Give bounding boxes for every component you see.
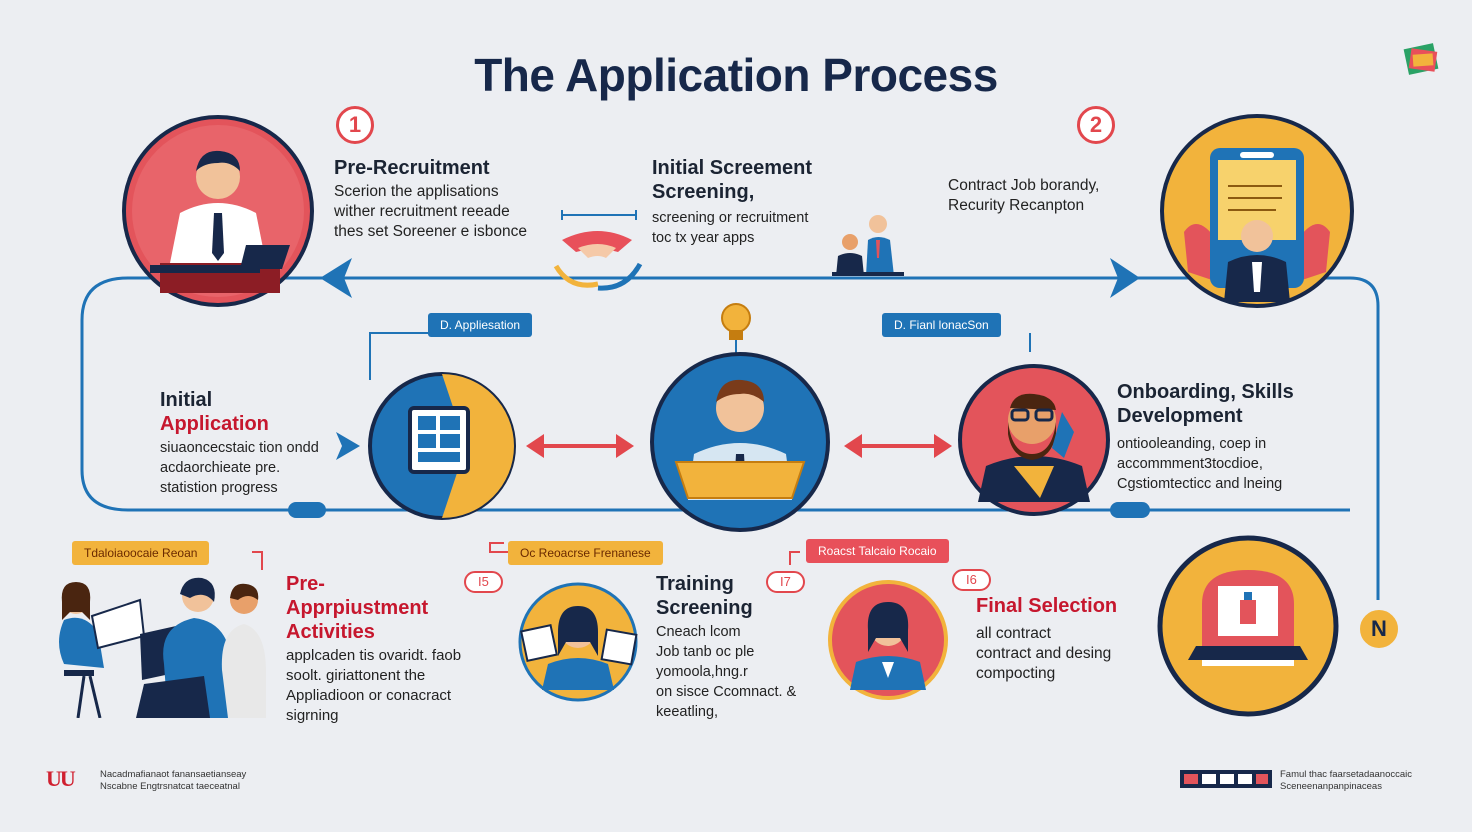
stage-desc-line: Appliadioon or conacract [286, 687, 452, 704]
tag-rocast-process: Roacst Talcaio Rocaio [806, 539, 949, 563]
stage-title: Onboarding, Skills [1117, 381, 1294, 403]
stage-desc-line: Recurity Recanpton [948, 197, 1085, 214]
stage-desc-line: soolt. giriattonent the [286, 667, 426, 684]
step-code-badge: I5 [464, 571, 503, 593]
stage-onboarding: Onboarding, Skills Development ontioolea… [1117, 380, 1347, 494]
team-meeting-illustration [59, 577, 266, 718]
stage-title: Screening, [652, 181, 755, 203]
step-number-badge: 2 [1077, 106, 1115, 144]
stage-desc-line: all contract [976, 625, 1051, 642]
footer-line: Sceneenanpanpinaceas [1280, 781, 1382, 792]
stage-title: Final Selection [976, 595, 1118, 617]
initial-application-illustration [368, 372, 516, 520]
stage-title: Initial [160, 389, 213, 411]
stage-desc-line: Scerion the applisations [334, 183, 499, 200]
left-loop-line [80, 276, 1350, 512]
stage-pre-recruitment: Pre-Recruitment Scerion the applisations… [334, 156, 554, 242]
final-contract-illustration [1157, 535, 1339, 717]
arrow-right-small-icon [336, 432, 360, 460]
footer-line: Nacadmafianaot fanansaetianseay [100, 769, 247, 780]
handshake-icon [553, 231, 643, 291]
stage-title: Pre- [286, 573, 325, 595]
onboarding-illustration [958, 364, 1110, 516]
stage-title: Pre-Recruitment [334, 157, 490, 179]
step-number-badge: N [1360, 610, 1398, 648]
arrow-right-icon [1110, 258, 1140, 298]
stage-desc-line: keeatling, [656, 704, 719, 720]
tag-on-process: Oc Reoacrse Frenanese [508, 541, 663, 565]
stage-desc-line: ontiooleanding, coep in [1117, 436, 1267, 452]
stage-desc-line: siuaoncecstaic tion ondd [160, 440, 319, 456]
stage-title: Initial Screement [652, 157, 813, 179]
stage-desc-line: toc tx year apps [652, 230, 755, 246]
page-title: The Application Process [474, 49, 998, 101]
footer-line: Nscabne Engtrsnatcat taeceatnal [100, 781, 240, 792]
footer-badge-icon [1180, 770, 1272, 788]
stage-title: Development [1117, 405, 1243, 427]
stage-desc-line: yomoola,hng.r [656, 664, 748, 680]
step-code-badge: I7 [766, 571, 805, 593]
double-arrow-icon-left [526, 434, 634, 458]
stage-title: Application [160, 413, 269, 435]
stage-desc-line: wither recruitment reeade [334, 203, 510, 220]
stage-desc-line: applcaden tis ovaridt. faob [286, 647, 462, 664]
stage-desc-line: sigrning [286, 707, 339, 724]
stage-desc-line: acdaorchieate pre. [160, 460, 281, 476]
stage-desc-line: Contract Job borandy, [948, 177, 1100, 194]
stage-desc-line: Job tanb oc ple [656, 644, 755, 660]
stage-desc-line: accommment3tocdioe, [1117, 456, 1263, 472]
interviewer-illustration [650, 352, 830, 532]
pre-recruitment-illustration [122, 115, 314, 307]
stage-final-selection: Final Selection all contract contract an… [976, 594, 1156, 684]
stage-training: Training Screening Cneach lcom Job tanb … [656, 572, 826, 722]
stage-title: Screening [656, 597, 753, 619]
arrow-left-icon [320, 258, 352, 298]
footer-left-text: Nacadmafianaot fanansaetianseay Nscabne … [100, 769, 300, 793]
stage-desc-line: Cgstiomtecticc and lneing [1117, 476, 1283, 492]
footer-logo: UU [46, 766, 76, 791]
stage-title: Activities [286, 621, 375, 643]
stage-desc-line: on sisce Ccomnact. & [656, 684, 797, 700]
stage-title: Apprpiustment [286, 597, 429, 619]
recruitment-app-illustration [1160, 114, 1354, 308]
app-logo-icon [1403, 43, 1439, 75]
stage-desc-line: Cneach lcom [656, 624, 741, 640]
stage-desc-line: screening or recruitment [652, 210, 809, 226]
stage-initial-application: Initial Application siuaoncecstaic tion … [160, 388, 350, 498]
step-code-badge: I6 [952, 569, 991, 591]
top-flow-line [128, 276, 1380, 600]
final-selection-illustration [828, 580, 948, 700]
footer-right-text: Famul thac faarsetadaanoccaic Sceneenanp… [1280, 769, 1460, 793]
tag-final-interview: D. Fianl lonacSon [882, 313, 1001, 337]
double-arrow-icon-right [844, 434, 952, 458]
tag-application: D. Appliesation [428, 313, 533, 337]
stage-desc-line: thes set Soreener e isbonce [334, 223, 528, 240]
stage-initial-screening: Initial Screement Screening, screening o… [652, 156, 852, 248]
tag-tdeal-reon: Tdaloiaoocaie Reoan [72, 541, 210, 565]
stage-contract-job: Contract Job borandy, Recurity Recanpton [948, 176, 1148, 216]
stage-desc-line: contract and desing [976, 645, 1112, 662]
stage-desc-line: statistion progress [160, 480, 278, 496]
training-illustration [518, 582, 638, 702]
interview-people-icon [832, 215, 904, 276]
footer-line: Famul thac faarsetadaanoccaic [1280, 769, 1413, 780]
step-number-badge: 1 [336, 106, 374, 144]
stage-pre-appointment: Pre- Apprpiustment Activities applcaden … [286, 572, 496, 726]
stage-desc-line: compocting [976, 665, 1056, 682]
lightbulb-icon [721, 303, 751, 356]
stage-title: Training [656, 573, 734, 595]
